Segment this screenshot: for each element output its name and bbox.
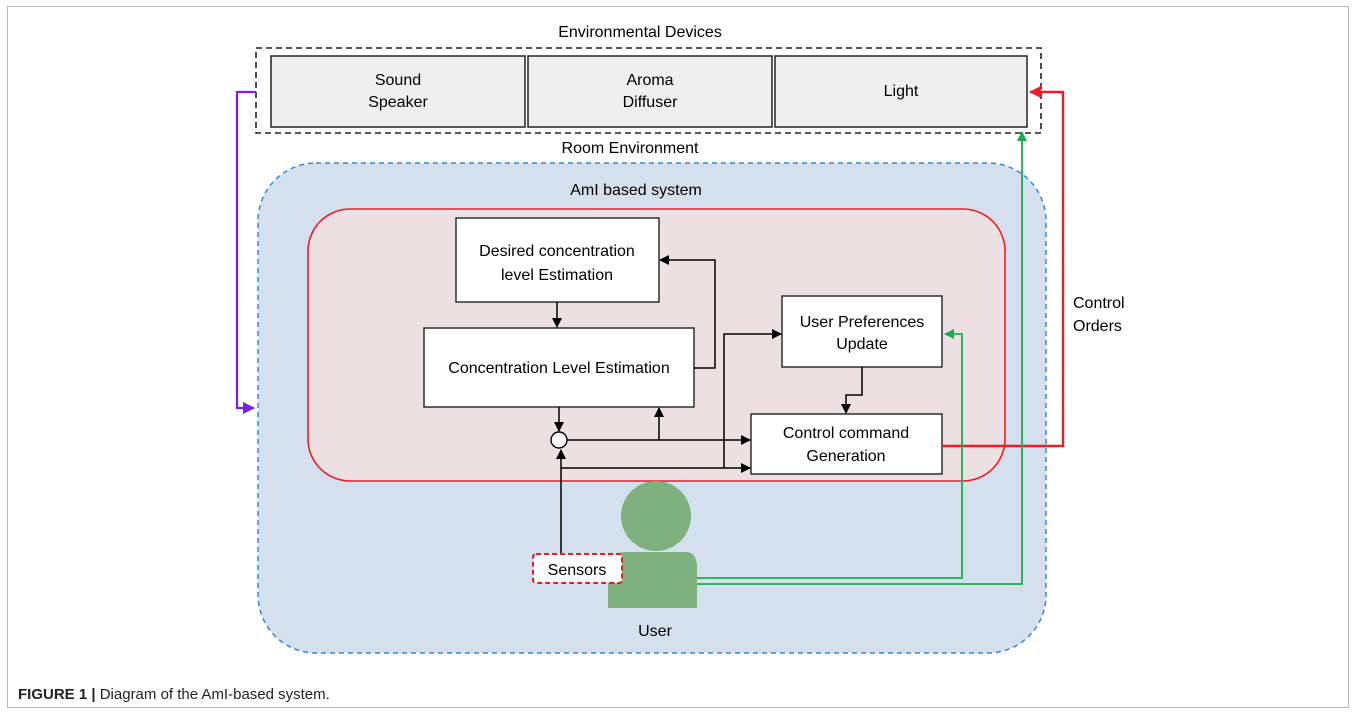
environmental-devices-group — [255, 47, 1042, 134]
control-orders-line — [942, 86, 1065, 448]
user-preferences-label-line1: User Preferences — [800, 314, 925, 331]
sound-speaker-label-line1: Sound — [375, 72, 421, 89]
environment-to-room-line — [235, 90, 256, 414]
user-body — [608, 552, 697, 608]
sensors-box — [532, 553, 623, 584]
control-command-label-line2: Generation — [806, 448, 885, 465]
desired-concentration-label-line2: level Estimation — [501, 267, 613, 284]
environmental-devices-label: Environmental Devices — [558, 24, 722, 41]
concentration-level-block — [423, 327, 695, 408]
arrow-concentration-to-desired — [659, 255, 716, 369]
feedback-to-devices — [690, 131, 1027, 585]
figure-frame — [7, 6, 1349, 708]
aroma-diffuser-box — [527, 55, 773, 128]
control-command-block — [750, 413, 943, 475]
aroma-diffuser-label-line2: Diffuser — [623, 94, 679, 111]
figure-caption: FIGURE 1 | Diagram of the AmI-based syst… — [18, 686, 330, 703]
user-head — [621, 481, 691, 551]
desired-concentration-label-line1: Desired concentration — [479, 243, 635, 260]
control-command-label-line1: Control command — [783, 425, 909, 442]
user-preferences-block — [781, 295, 943, 368]
feedback-to-preferences — [690, 329, 963, 579]
concentration-level-label: Concentration Level Estimation — [448, 360, 669, 377]
user-preferences-label-line2: Update — [836, 336, 888, 353]
user-feedback-lines — [690, 131, 1027, 585]
arrow-to-user-preferences — [723, 329, 782, 468]
internal-arrows — [552, 255, 863, 560]
arrow-preferences-to-control — [841, 367, 863, 414]
sound-speaker-box — [270, 55, 526, 128]
user-figure — [608, 481, 697, 608]
aroma-diffuser-label-line1: Aroma — [626, 72, 673, 89]
desired-concentration-block — [455, 217, 660, 303]
figure-caption-text: Diagram of the AmI-based system. — [95, 686, 330, 703]
control-orders-label-line1: Control — [1073, 295, 1125, 312]
light-label: Light — [884, 83, 919, 100]
ami-system-label: AmI based system — [570, 182, 702, 199]
control-orders-label-line2: Orders — [1073, 318, 1122, 335]
sound-speaker-label-line2: Speaker — [368, 94, 428, 111]
summing-junction — [550, 431, 568, 449]
sensors-label: Sensors — [548, 562, 607, 579]
figure-caption-id: FIGURE 1 | — [18, 686, 96, 703]
room-environment-label: Room Environment — [562, 140, 700, 157]
light-box — [774, 55, 1028, 128]
user-label: User — [638, 623, 672, 640]
